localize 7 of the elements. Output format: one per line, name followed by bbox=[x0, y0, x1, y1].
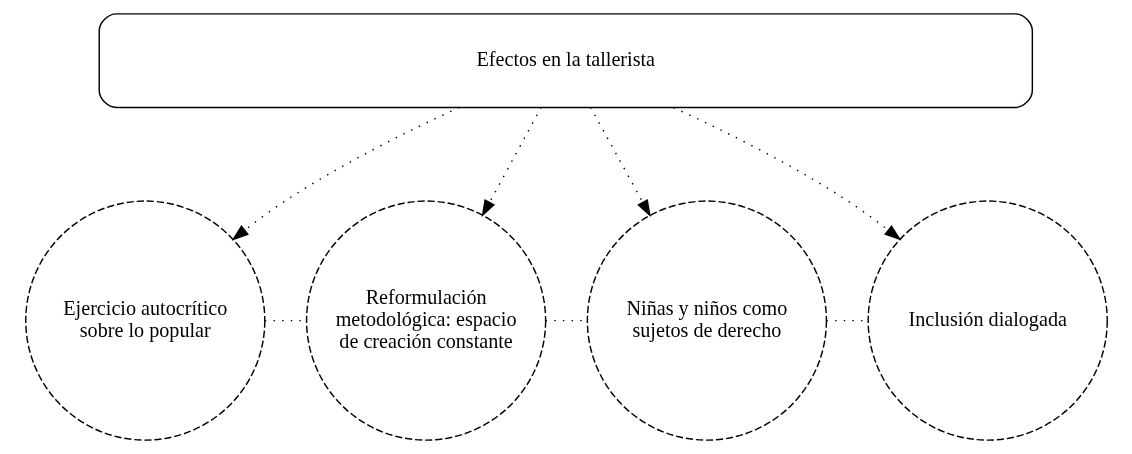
node-box: Efectos en la tallerista bbox=[98, 13, 1033, 109]
arrow bbox=[672, 107, 901, 241]
arrow bbox=[231, 106, 460, 241]
arrow bbox=[589, 106, 651, 217]
node-circle: Ejercicio autocrítico sobre lo popular bbox=[24, 200, 266, 441]
arrow bbox=[481, 106, 542, 217]
node-circle: Inclusión dialogada bbox=[866, 200, 1108, 441]
